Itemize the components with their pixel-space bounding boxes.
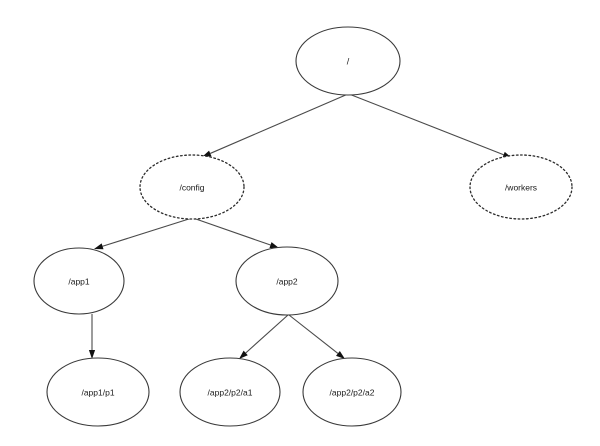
node-shape-config[interactable]: [139, 154, 245, 220]
node-label-workers: /workers: [505, 183, 537, 193]
edge-line: [348, 93, 504, 156]
node-root[interactable]: /: [295, 26, 401, 96]
node-app2p2a1[interactable]: /app2/p2/a1: [179, 357, 281, 427]
edge-app2-to-app2p2a1: [239, 314, 289, 359]
node-app1[interactable]: /app1: [33, 247, 125, 315]
node-workers[interactable]: /workers: [469, 154, 573, 220]
edge-line: [245, 314, 289, 354]
arrow-head: [336, 351, 345, 359]
node-app2p2a2[interactable]: /app2/p2/a2: [302, 357, 402, 427]
node-shape-workers[interactable]: [469, 154, 573, 220]
node-label-root: /: [347, 57, 350, 67]
node-shape-app1p1[interactable]: [46, 357, 150, 427]
edge-line: [288, 314, 339, 354]
node-shape-app1[interactable]: [33, 247, 125, 315]
node-label-config: /config: [179, 183, 204, 193]
edges-layer: [88, 93, 512, 359]
arrow-head: [202, 150, 212, 157]
node-app1p1[interactable]: /app1/p1: [46, 357, 150, 427]
nodes-layer: / /config/workers/app1/app2/app1/p1/app2/…: [33, 26, 573, 427]
edge-config-to-app2: [192, 217, 279, 248]
node-shape-root[interactable]: [295, 26, 401, 96]
node-label-app1p1: /app1/p1: [81, 388, 114, 398]
edge-app1-to-app1p1: [88, 314, 96, 359]
edge-line: [102, 217, 193, 247]
node-shape-app2p2a1[interactable]: [179, 357, 281, 427]
edge-config-to-app1: [94, 217, 193, 250]
edge-line: [192, 217, 271, 246]
arrow-head: [269, 242, 279, 248]
arrow-head: [88, 350, 96, 359]
node-label-app2p2a2: /app2/p2/a2: [330, 388, 375, 398]
arrow-head: [239, 350, 248, 359]
edge-root-to-config: [202, 93, 349, 157]
node-label-app2p2a1: /app2/p2/a1: [208, 388, 253, 398]
node-shape-app2p2a2[interactable]: [302, 357, 402, 427]
node-shape-app2[interactable]: [235, 246, 339, 316]
node-config[interactable]: /config: [139, 154, 245, 220]
edge-app2-to-app2p2a2: [288, 314, 345, 359]
node-label-app2: /app2: [276, 277, 298, 287]
arrow-head: [94, 243, 104, 250]
edge-line: [210, 93, 349, 154]
node-label-app1: /app1: [68, 277, 90, 287]
node-app2[interactable]: /app2: [235, 246, 339, 316]
edge-root-to-workers: [348, 93, 512, 158]
